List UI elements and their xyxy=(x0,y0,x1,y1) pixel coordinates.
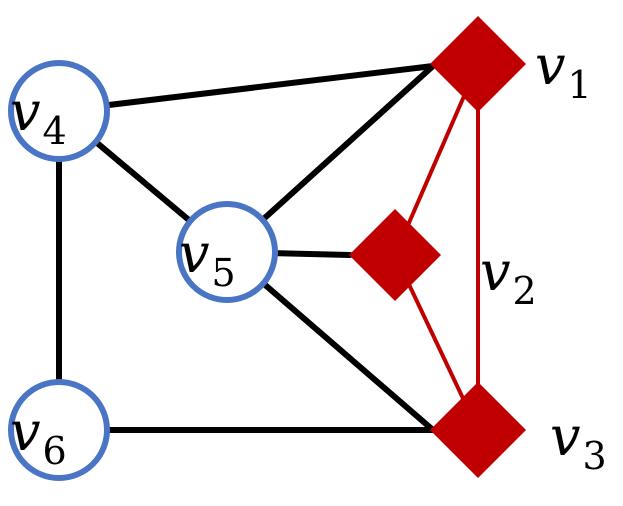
node-v2-label: v2 xyxy=(480,240,537,313)
node-v2-diamond xyxy=(349,209,441,301)
node-v3-label-sub: 3 xyxy=(583,434,607,478)
node-v2-label-base: v xyxy=(480,240,511,303)
node-v1-diamond xyxy=(430,16,526,112)
node-v3-label-base: v xyxy=(550,405,581,468)
node-v4-label-base: v xyxy=(10,80,41,143)
node-v3-diamond xyxy=(430,382,526,478)
node-v1-label-sub: 1 xyxy=(568,63,592,107)
node-v5-label-sub: 5 xyxy=(212,251,236,295)
node-v4-circle xyxy=(8,60,110,162)
node-v4-label-sub: 4 xyxy=(43,109,67,153)
node-v6-label: v6 xyxy=(10,400,67,473)
node-v6-label-base: v xyxy=(10,400,41,463)
node-v5-label-base: v xyxy=(179,222,210,285)
node-v4-label: v4 xyxy=(10,80,67,153)
edge-v4-v1 xyxy=(56,63,436,114)
node-v2-label-sub: 2 xyxy=(513,269,537,313)
node-v3-label: v3 xyxy=(550,405,607,478)
node-v1-label-base: v xyxy=(535,34,566,97)
node-v5-circle xyxy=(176,201,278,303)
node-v6-circle xyxy=(8,379,110,481)
node-v6-label-sub: 6 xyxy=(43,429,67,473)
node-v5-label: v5 xyxy=(179,222,236,295)
nodes-layer xyxy=(8,16,526,481)
node-v1-label: v1 xyxy=(535,34,592,107)
